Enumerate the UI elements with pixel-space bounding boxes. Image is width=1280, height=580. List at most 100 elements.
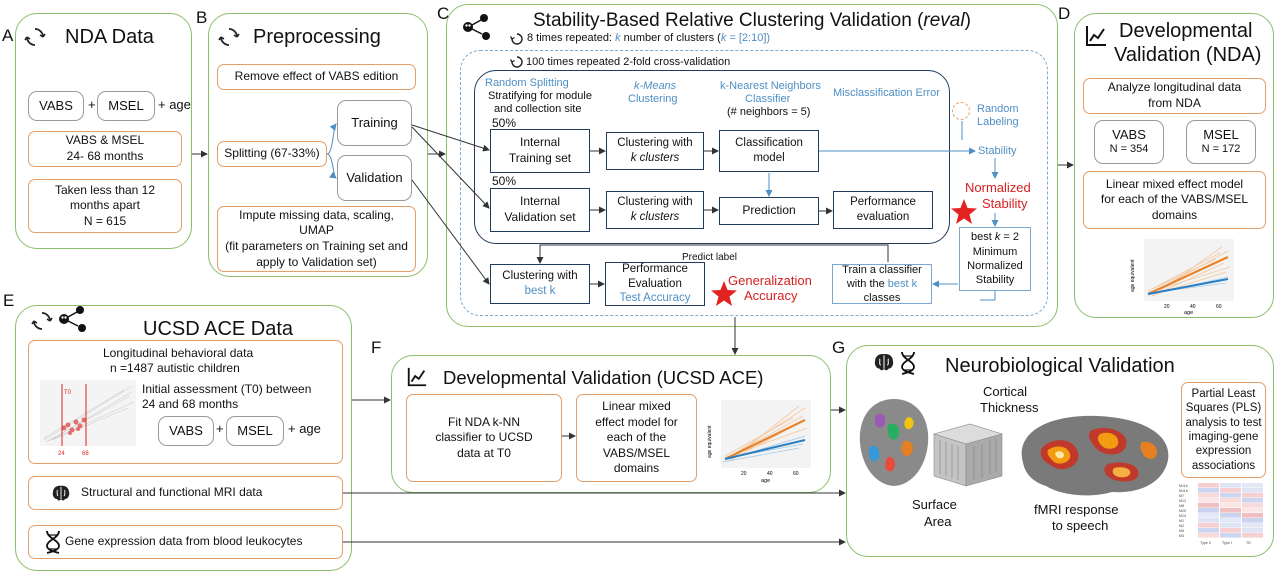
heatmap-cell: [1198, 498, 1219, 503]
pct-training: 50%: [492, 116, 517, 130]
heatmap-cell: [1242, 503, 1263, 508]
generalization-1: Generalization: [728, 273, 812, 288]
longitudinal-l3: Initial assessment (T0) between: [142, 382, 312, 396]
star-icon: [711, 281, 737, 306]
panel-c-title: Stability-Based Relative Clustering Vali…: [533, 10, 971, 31]
ucsd-scatter-plot: T0 24 68: [40, 380, 136, 457]
longitudinal-l1: Longitudinal behavioral data: [103, 346, 254, 360]
line-chart-icon: [1086, 26, 1106, 46]
heatmap-cell: [1220, 483, 1241, 488]
plus-age-ucsd: + age: [288, 421, 321, 436]
hm-row-label: M5: [1179, 529, 1184, 533]
fmri-2: to speech: [1052, 518, 1109, 533]
repeat-100-text: 100 times repeated 2-fold cross-validati…: [526, 56, 731, 68]
nda-tick-20: 20: [1164, 304, 1170, 310]
star-icon: [951, 199, 977, 224]
brain-parcellation-image: [859, 399, 929, 486]
impute-box: Impute missing data, scaling,UMAP(fit pa…: [217, 206, 416, 272]
hm-row-label: M11b: [1179, 484, 1188, 488]
panel-e-title: UCSD ACE Data: [143, 318, 294, 340]
cycle-icon: [31, 312, 53, 330]
cycle-icon: [218, 28, 240, 46]
hm-col-label: Type II: [1200, 541, 1211, 545]
training-chip: Training: [337, 100, 412, 146]
nda-tick-40: 40: [1190, 304, 1196, 310]
tick-24: 24: [58, 451, 65, 457]
longitudinal-l2: n =1487 autistic children: [110, 361, 240, 375]
dna-icon: [46, 530, 60, 554]
heatmap-cell: [1198, 518, 1219, 523]
pct-validation: 50%: [492, 174, 517, 188]
heatmap-cell: [1198, 503, 1219, 508]
panel-letter-a: A: [2, 26, 14, 45]
repeat-icon: [510, 56, 523, 68]
remove-vabs-box: Remove effect of VABS edition: [217, 64, 416, 90]
panel-letter-e: E: [3, 291, 15, 310]
heatmap-cell: [1198, 523, 1219, 528]
heatmap-cell: [1242, 523, 1263, 528]
heatmap-cell: [1242, 513, 1263, 518]
longitudinal-l4: 24 and 68 months: [142, 397, 239, 411]
random-labeling-circle: [952, 102, 970, 120]
heatmap-cell: [1220, 533, 1241, 538]
fmri-1: fMRI response: [1034, 502, 1119, 517]
panel-b-title: Preprocessing: [253, 26, 381, 48]
stability-label: Stability: [978, 145, 1017, 157]
repeat-8-text: 8 times repeated: k number of clusters (…: [527, 32, 771, 44]
panel-d-title-1: Developmental: [1119, 20, 1253, 42]
line-chart-icon: [407, 367, 427, 387]
header-random-splitting: Random Splitting: [485, 77, 569, 89]
normalized-stability-1: Normalized: [965, 180, 1031, 195]
header-stratify-1: Stratifying for module: [488, 90, 592, 102]
heatmap-cell: [1220, 488, 1241, 493]
cortex-slab-image: [932, 423, 1004, 487]
hm-col-label: TD: [1246, 541, 1251, 545]
heatmap-cell: [1198, 533, 1219, 538]
heatmap-cell: [1242, 483, 1263, 488]
gene-box: Gene expression data from blood leukocyt…: [28, 525, 343, 559]
heatmap-cell: [1242, 533, 1263, 538]
header-misclassification: Misclassification Error: [833, 87, 940, 99]
cycle-icon: [24, 28, 46, 46]
random-labeling-2: Labeling: [977, 116, 1019, 128]
header-classifier: Classifier: [745, 93, 791, 105]
heatmap-cell: [1198, 528, 1219, 533]
heatmap-cell: [1198, 493, 1219, 498]
heatmap-cell: [1220, 508, 1241, 513]
heatmap-cell: [1242, 488, 1263, 493]
validation-chip: Validation: [337, 155, 412, 201]
panel-letter-f: F: [371, 338, 382, 357]
header-kmeans-2: Clustering: [628, 93, 678, 105]
heatmap-cell: [1242, 508, 1263, 513]
tick-68: 68: [82, 451, 89, 457]
panel-g-title: Neurobiological Validation: [945, 355, 1175, 377]
heatmap-cell: [1220, 518, 1241, 523]
hm-row-label: M3: [1179, 534, 1184, 538]
hm-row-label: M8: [1179, 504, 1184, 508]
header-neighbors: (# neighbors = 5): [727, 106, 811, 118]
header-knn: k-Nearest Neighbors: [720, 80, 821, 92]
plus-sign: +: [88, 97, 96, 112]
ucsd-trajectory-plot: age equivalent 20 40 60 age: [707, 400, 811, 484]
heatmap-cell: [1220, 523, 1241, 528]
ucsd-tick-40: 40: [767, 471, 773, 477]
heatmap-cell: [1220, 503, 1241, 508]
plus-sign: +: [216, 421, 224, 436]
heatmap-cell: [1198, 483, 1219, 488]
surface-1: Surface: [912, 497, 957, 512]
header-stratify-2: and collection site: [494, 103, 582, 115]
hm-row-label: M7: [1179, 494, 1184, 498]
fmri-brain-image: [1021, 415, 1169, 496]
